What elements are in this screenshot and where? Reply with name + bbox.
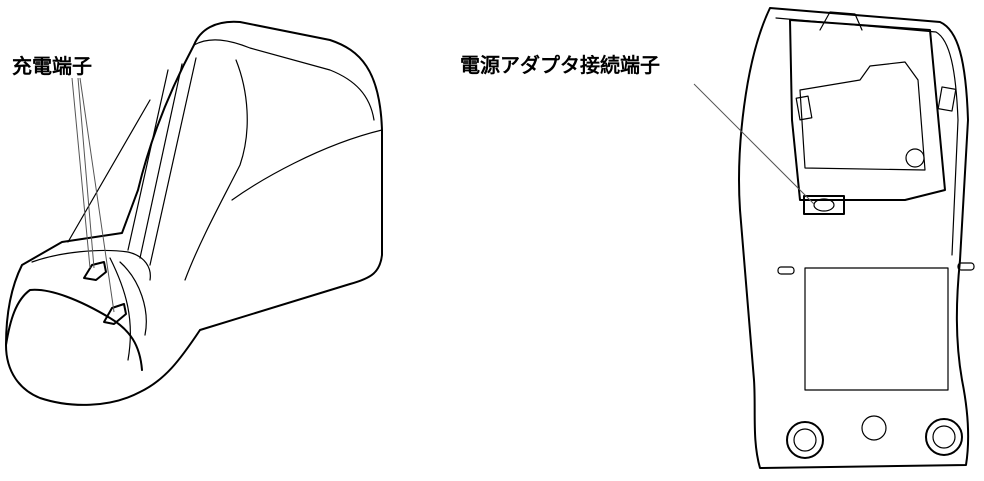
adapter-terminal-label: 電源アダプタ接続端子 <box>460 53 660 77</box>
device-back-drawing <box>693 7 975 469</box>
leader-line-adapter <box>693 83 815 205</box>
adapter-terminal <box>803 195 845 215</box>
leader-line-upper <box>77 77 95 269</box>
foot-left <box>786 421 824 459</box>
foot-center <box>861 415 887 441</box>
charging-terminal-upper <box>83 261 107 281</box>
charging-cradle-drawing <box>5 20 383 406</box>
battery-compartment <box>789 19 946 201</box>
cradle-outline <box>5 20 383 406</box>
charging-terminal-label: 充電端子 <box>12 54 92 78</box>
foot-right <box>925 418 963 456</box>
device-outline <box>738 7 970 469</box>
label-plate <box>804 267 949 391</box>
charging-terminal-lower <box>103 303 127 325</box>
leader-line-lower <box>79 77 115 313</box>
